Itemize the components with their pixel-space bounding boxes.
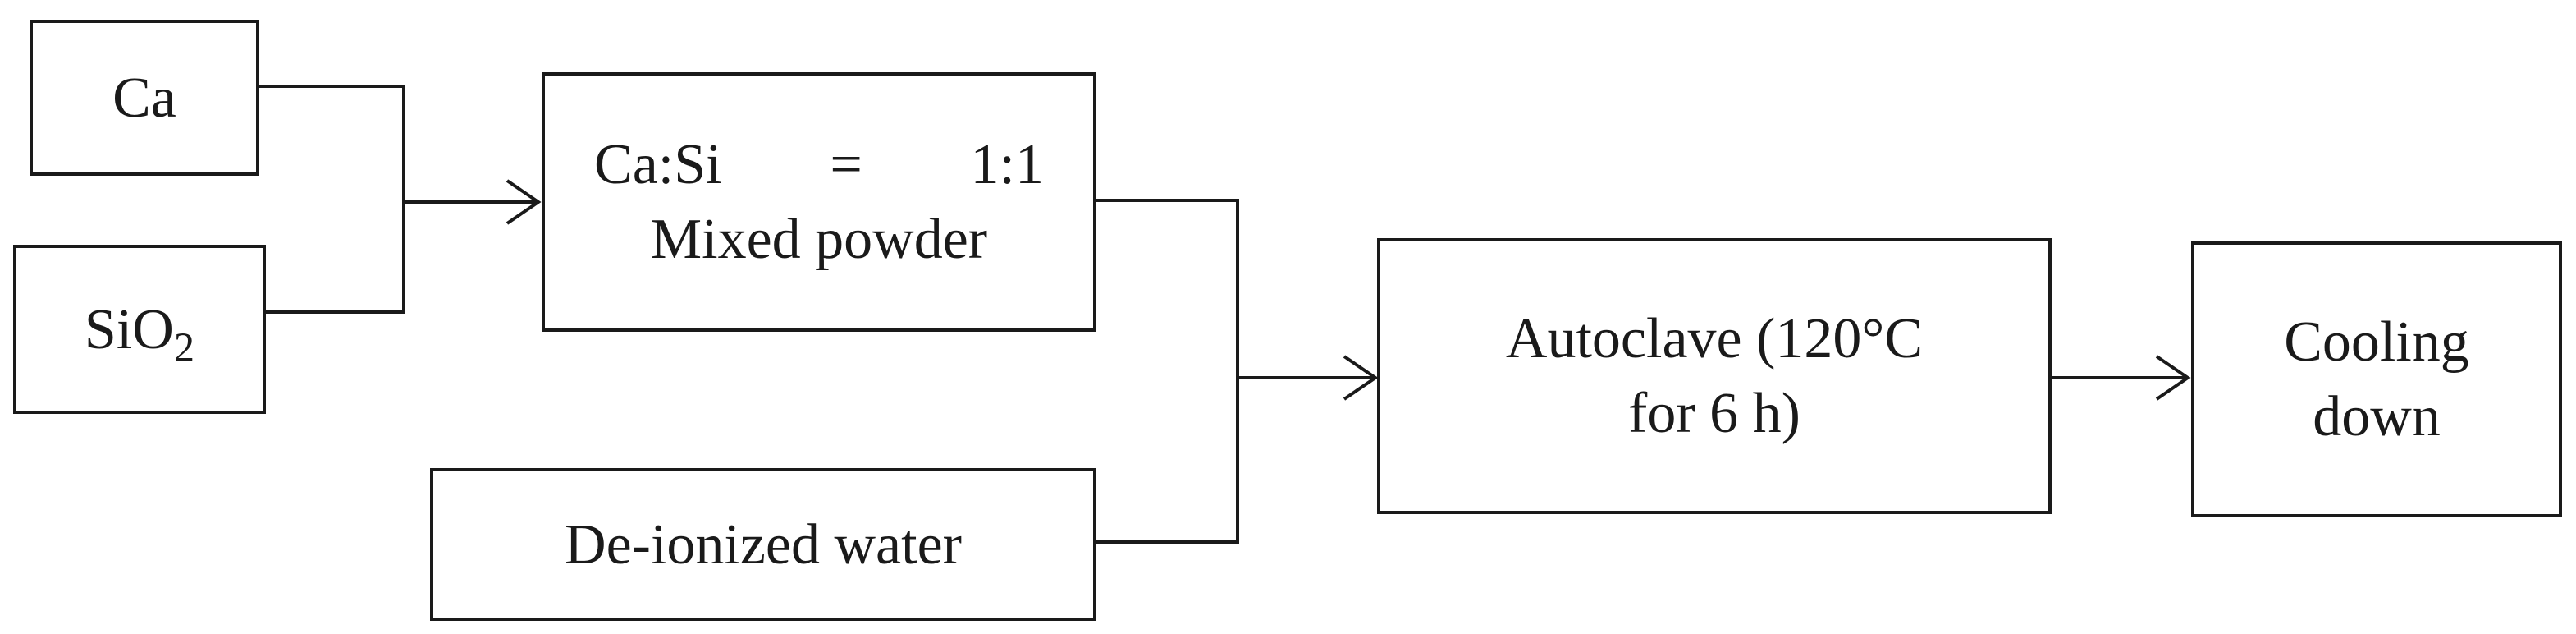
node-deionized-water: De-ionized water [430, 468, 1096, 621]
mixed-powder-label: Mixed powder [650, 208, 988, 271]
arrowhead-to-cooling [2155, 355, 2191, 401]
ratio-row: Ca:Si = 1:1 [545, 127, 1093, 202]
node-sio2-label: SiO2 [84, 292, 195, 370]
cooling-line1: Cooling [2284, 310, 2469, 374]
node-cooling-down: Cooling down [2191, 241, 2562, 517]
node-ca: Ca [30, 20, 259, 176]
node-ca-label: Ca [112, 66, 176, 130]
node-sio2: SiO2 [13, 245, 266, 414]
node-autoclave: Autoclave (120°C for 6 h) [1377, 238, 2052, 514]
connector-water [1096, 378, 1239, 544]
ratio-right: 1:1 [970, 133, 1044, 196]
connector-mix [1096, 199, 1239, 378]
connector-ca [259, 85, 405, 202]
node-sio2-label-main: SiO [84, 297, 174, 361]
connector-sio2 [259, 202, 405, 314]
arrowhead-to-autoclave [1343, 355, 1379, 401]
ratio-left: Ca:Si [594, 133, 722, 196]
node-mixed-powder: Ca:Si = 1:1 Mixed powder [542, 72, 1096, 332]
deionized-water-label: De-ionized water [565, 512, 962, 577]
autoclave-line2: for 6 h) [1628, 382, 1800, 445]
arrowhead-to-mix [506, 179, 542, 225]
cooling-line2: down [2313, 385, 2441, 448]
autoclave-line1: Autoclave (120°C [1505, 307, 1924, 370]
node-sio2-label-subscript: 2 [173, 324, 195, 370]
ratio-equals: = [830, 133, 862, 196]
